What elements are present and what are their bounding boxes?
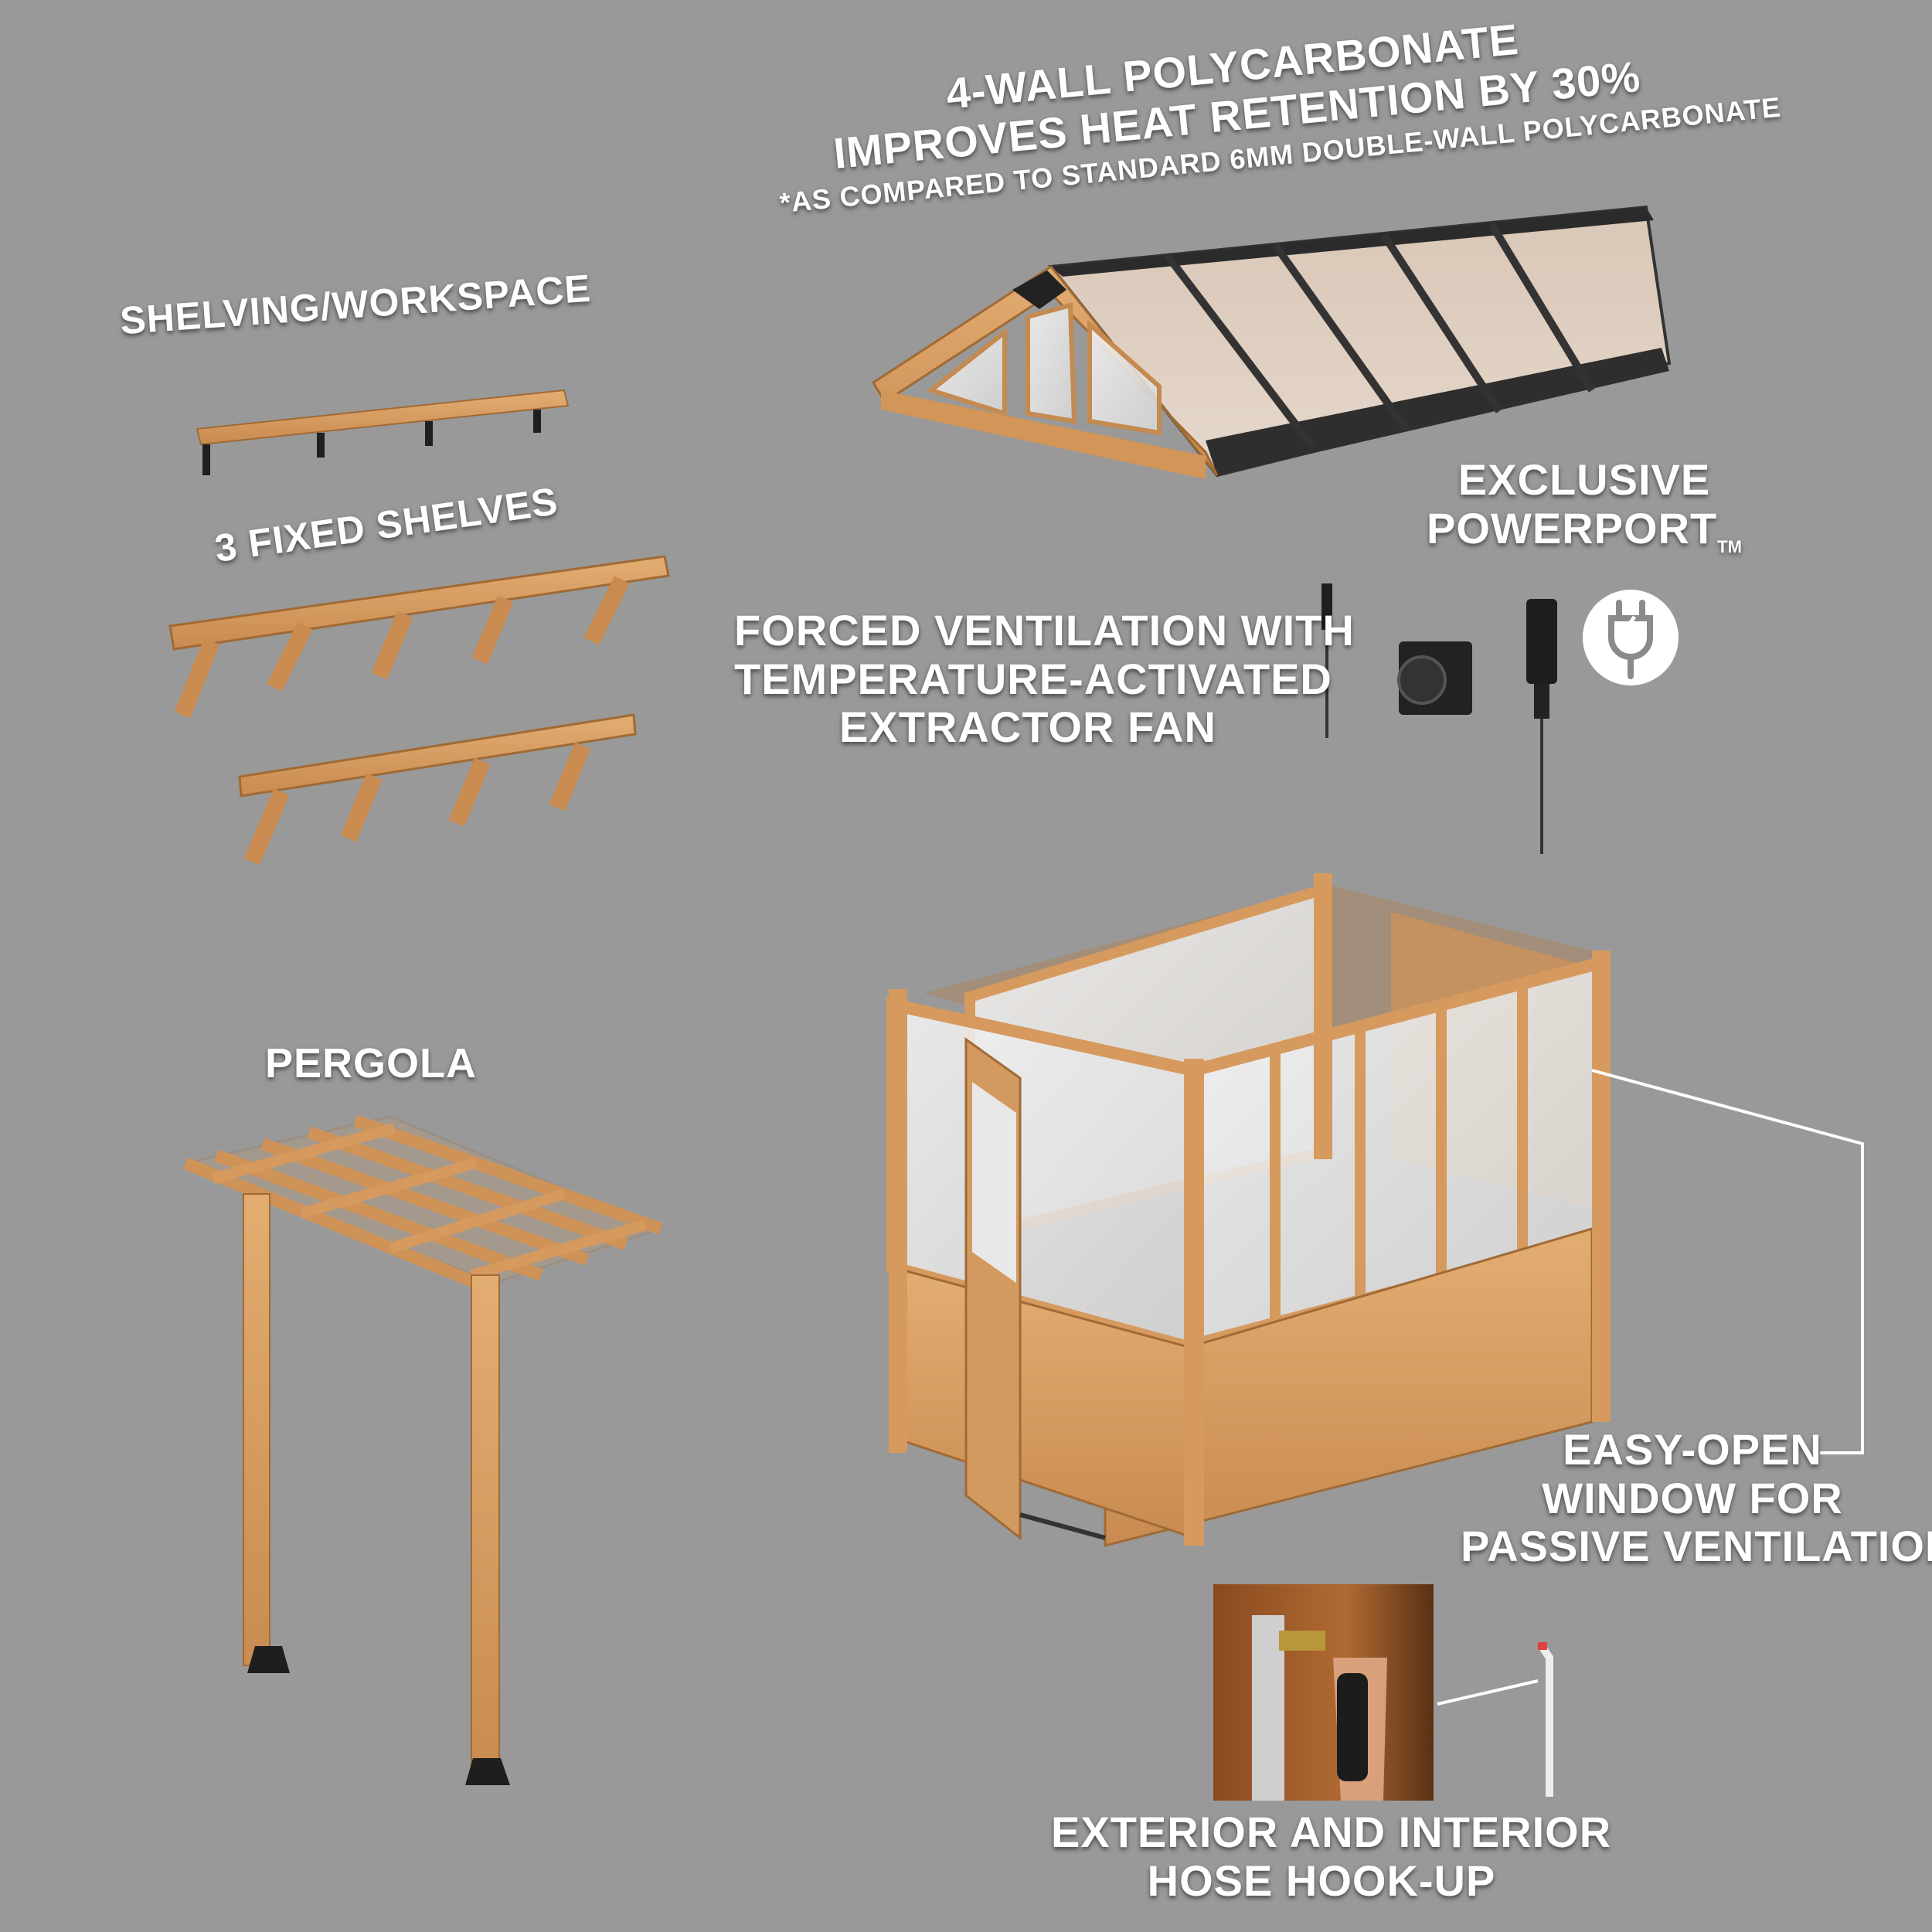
pergola-label: PERGOLA	[264, 1040, 478, 1087]
workspace-shelf-illustration	[196, 389, 570, 475]
hose-feature-label: EXTERIOR AND INTERIOR HOSE HOOK-UP	[1051, 1808, 1612, 1905]
hose-hookup-photo	[1213, 1584, 1434, 1801]
window-feature-line1: EASY-OPEN	[1563, 1425, 1822, 1474]
ventilation-line3: EXTRACTOR FAN	[839, 702, 1216, 752]
roof-illustration	[871, 205, 1672, 479]
powerport-line2: POWERPORTTM	[1414, 503, 1754, 557]
ventilation-label: FORCED VENTILATION WITH TEMPERATURE-ACTI…	[734, 606, 1355, 752]
hose-feature-line1: EXTERIOR AND INTERIOR	[1051, 1808, 1612, 1856]
window-feature-line2: WINDOW FOR	[1542, 1473, 1843, 1522]
powerport-label: EXCLUSIVE POWERPORTTM	[1414, 455, 1754, 557]
hose-pipe-illustration	[1538, 1642, 1553, 1797]
hose-feature-line2: HOSE HOOK-UP	[1147, 1855, 1496, 1905]
hose-callout-line	[1437, 1679, 1539, 1706]
window-callout-line	[1591, 1069, 1864, 1454]
power-plug-icon	[1583, 590, 1679, 685]
powerport-name: POWERPORT	[1427, 503, 1718, 553]
ventilation-line2: TEMPERATURE-ACTIVATED	[734, 654, 1332, 703]
ventilation-components	[1321, 583, 1557, 854]
window-feature-line3: PASSIVE VENTILATION	[1461, 1522, 1932, 1571]
trademark-mark: TM	[1717, 536, 1742, 556]
ventilation-line1: FORCED VENTILATION WITH	[734, 606, 1355, 655]
powerport-line1: EXCLUSIVE	[1458, 455, 1711, 504]
pergola-illustration	[181, 1114, 665, 1785]
fixed-shelves-illustration	[168, 555, 670, 866]
window-feature-label: EASY-OPEN WINDOW FOR PASSIVE VENTILATION	[1461, 1425, 1932, 1571]
greenhouse-body-illustration	[886, 873, 1611, 1547]
